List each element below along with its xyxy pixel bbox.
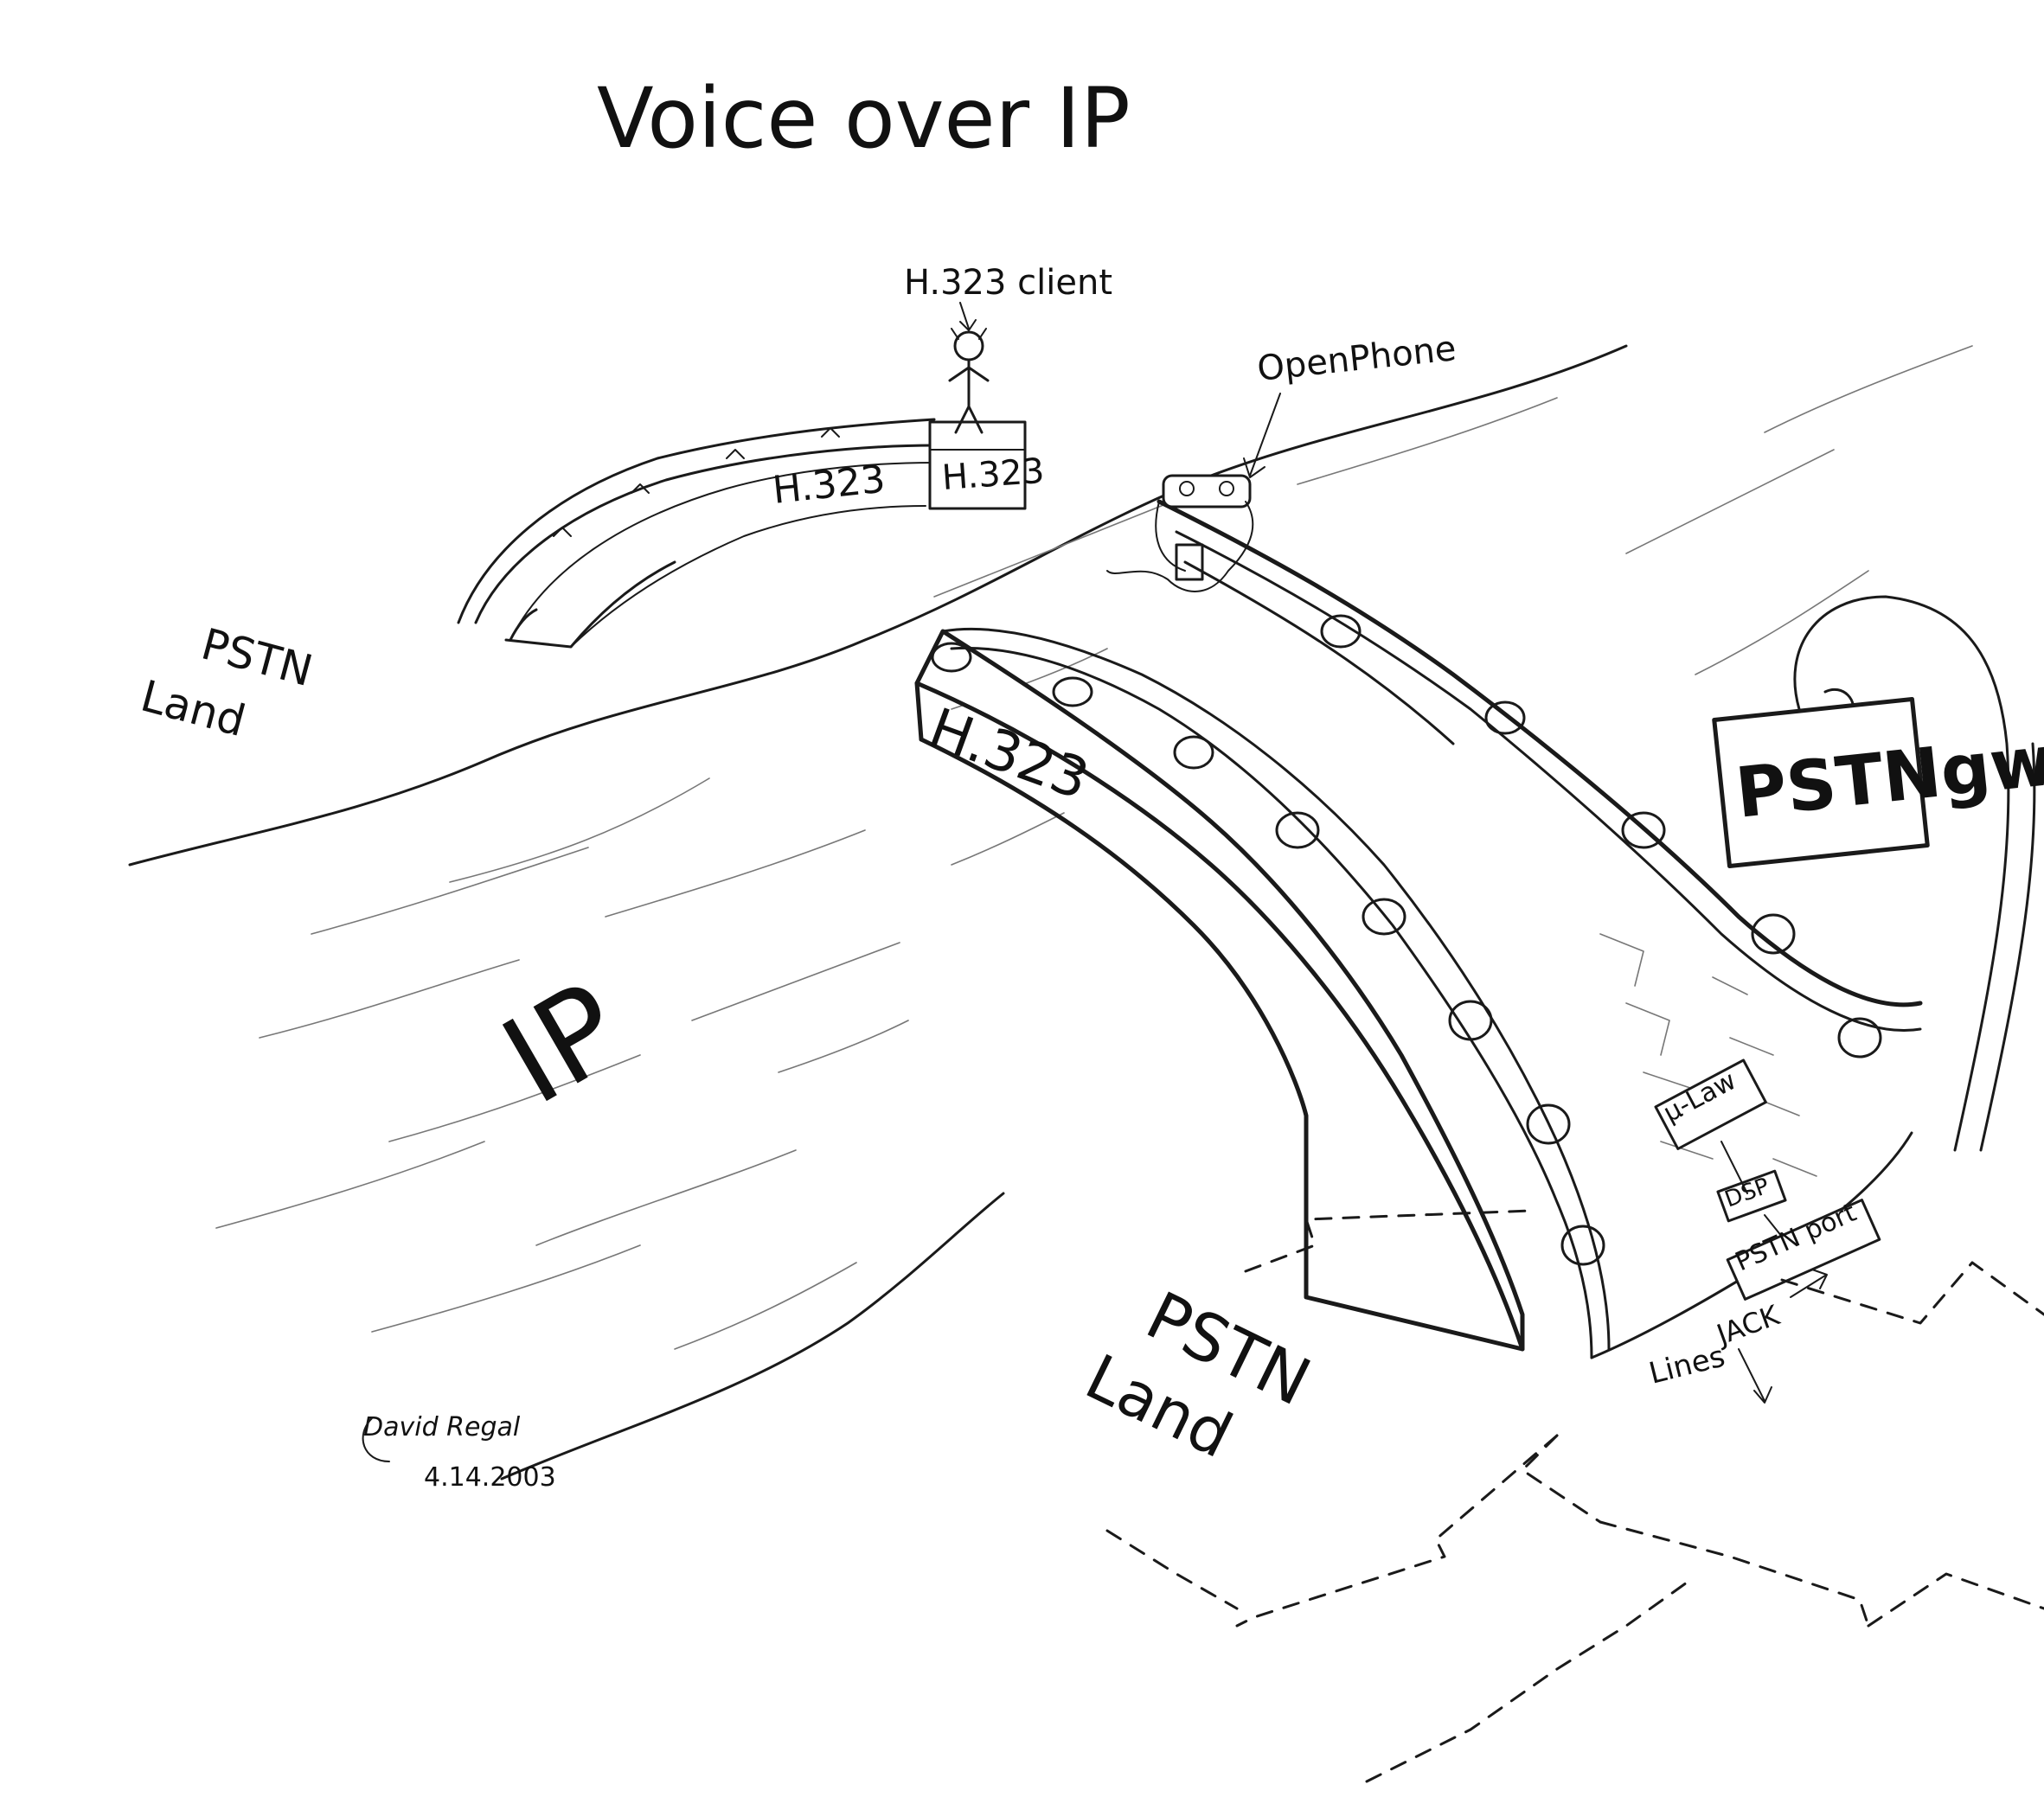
far-tower-h323-label: H.323 <box>940 451 1045 498</box>
h323-client-arrow <box>959 302 977 331</box>
signature-name: David Regal <box>363 1412 521 1442</box>
jack-arrow <box>1790 1269 1828 1298</box>
lines-arrow <box>1738 1348 1772 1404</box>
h323-client-label: H.323 client <box>904 263 1112 303</box>
openphone-arrow <box>1243 393 1281 478</box>
mu-law-box <box>1654 1058 1767 1150</box>
artist-signature: David Regal 4.14.2003 <box>362 1412 556 1493</box>
pstn-gateway-sign <box>1712 595 2036 1152</box>
far-bridge-h323-label: H.323 <box>771 457 887 513</box>
openphone-device <box>1106 474 1254 592</box>
far-bridge-tower <box>928 420 1027 510</box>
lines-label: Lines <box>1646 1339 1729 1391</box>
signature-date: 4.14.2003 <box>424 1462 556 1493</box>
far-h323-bridge <box>457 418 1027 649</box>
deck-components <box>1654 1058 1881 1301</box>
diagram-title: Voice over IP <box>597 70 1131 167</box>
near-h323-bridge <box>914 499 1923 1359</box>
river-lower-bank <box>500 1192 1005 1481</box>
pstn-gw-box <box>1712 696 1930 869</box>
pstn-land-right-borders <box>1105 1209 2044 1783</box>
openphone-label: OpenPhone <box>1255 329 1458 389</box>
ip-river <box>128 344 1973 1481</box>
jack-label: JACK <box>1711 1298 1784 1352</box>
pstn-land-left-line1: PSTN <box>196 619 317 697</box>
river-upper-bank <box>128 344 1628 867</box>
pstn-land-left-line2: Land <box>136 671 251 747</box>
dsp-box <box>1716 1169 1787 1223</box>
h323-client-figure <box>948 328 990 434</box>
near-bridge-left-wall <box>914 629 1525 1352</box>
